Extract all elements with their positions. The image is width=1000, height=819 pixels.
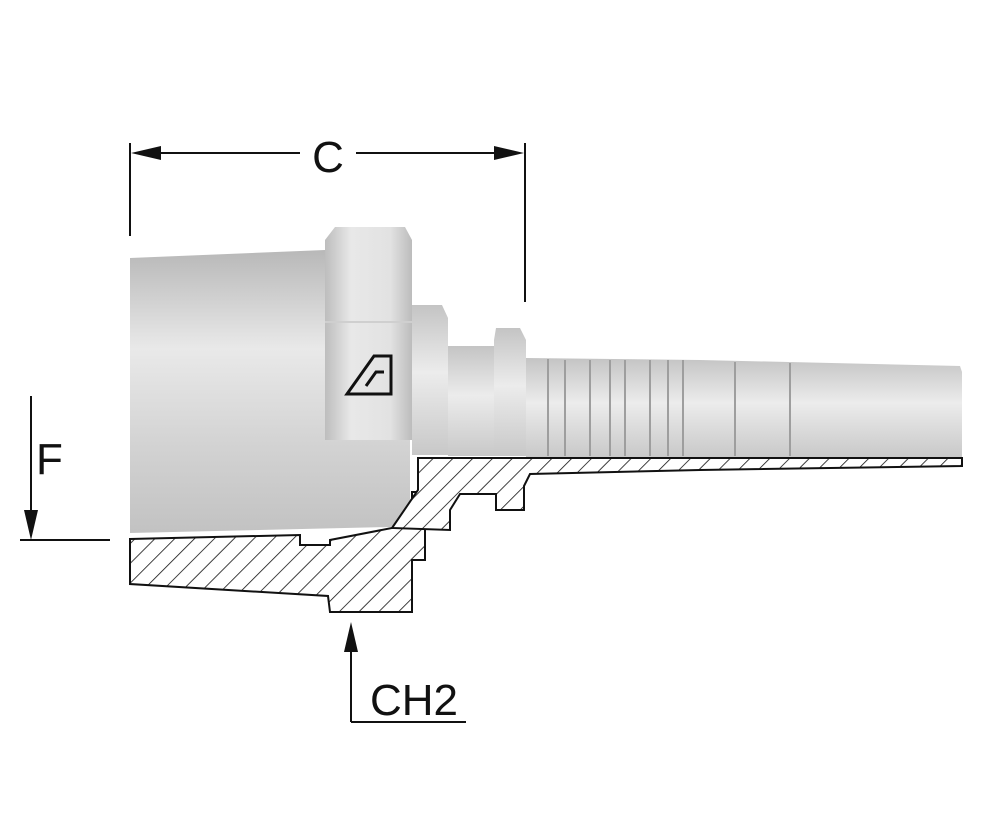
dimension-ch2-label: CH2 [370,676,458,725]
neck [448,346,496,456]
nipple-section [390,457,963,532]
barbed-stem [526,358,962,458]
dimension-f [20,396,110,541]
barb-ridges [547,359,791,456]
dimension-f-label: F [36,435,63,484]
manufacturer-logo-icon [344,354,393,396]
dimension-c-label: C [312,133,344,182]
ring-flange [494,328,526,456]
socket-body [130,250,410,533]
dimension-ch2 [344,622,466,723]
dimension-c [129,143,526,302]
collar [412,305,448,455]
hex-nut [325,227,412,342]
